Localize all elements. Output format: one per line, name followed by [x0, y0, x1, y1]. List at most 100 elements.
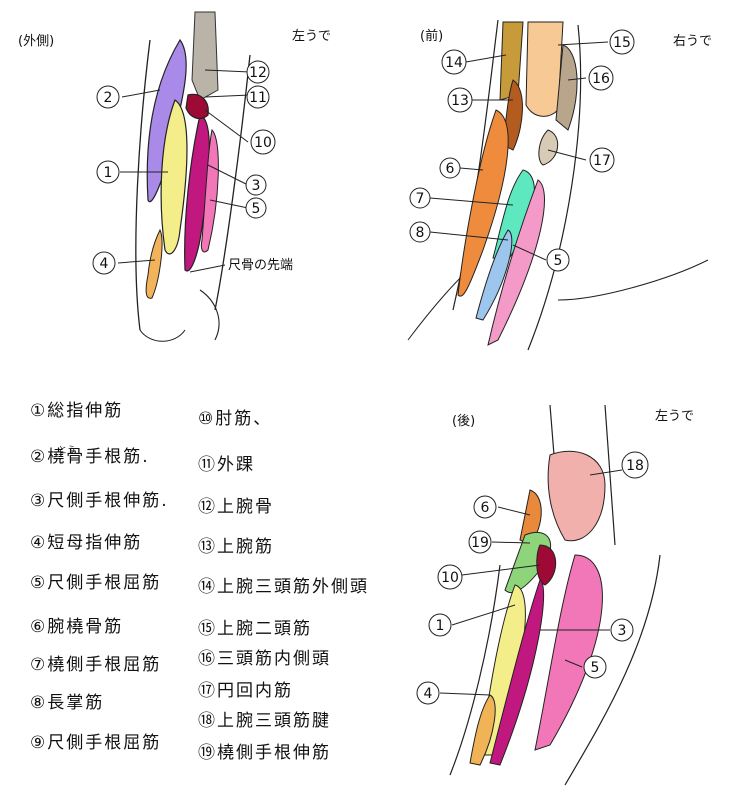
- legend-item: ③尺側手根伸筋.: [30, 486, 169, 511]
- lateral-label: 12: [249, 65, 267, 81]
- muscle-6-shape: [457, 109, 509, 297]
- legend-item: ⑰円回内筋: [198, 676, 293, 701]
- legend-number: ⑮: [198, 619, 217, 639]
- legend-muscle-name: 上腕三頭筋腱: [217, 711, 331, 731]
- legend-muscle-name: 橈側手根伸筋: [217, 743, 331, 763]
- legend-number: ④: [30, 533, 48, 553]
- legend-item: ②橈骨手根筋.: [30, 442, 150, 467]
- back-label: 1: [436, 618, 445, 634]
- muscle-17-shape: [538, 129, 558, 166]
- front-label: 15: [613, 35, 631, 51]
- legend-item: ⑮上腕二頭筋: [198, 614, 312, 639]
- front-label: 16: [592, 71, 610, 87]
- legend-muscle-name: 外踝: [217, 455, 255, 475]
- legend-item: ⑯三頭筋内側頭: [198, 644, 331, 669]
- legend-muscle-name: 長掌筋: [47, 693, 105, 713]
- front-label: 6: [446, 161, 455, 177]
- back-view-diagram: 18 6 19 10 1 3 5 4 (後) 左うで: [416, 404, 694, 786]
- lateral-label: 3: [252, 178, 261, 194]
- legend-number: ⑫: [198, 497, 217, 517]
- lateral-side-label: 左うで: [292, 29, 331, 44]
- front-label: 5: [554, 253, 563, 269]
- legend-number: ⑤: [30, 573, 48, 593]
- front-label: 8: [416, 225, 425, 241]
- muscle-2-shape: [146, 38, 187, 203]
- legend-number: ⑧: [30, 693, 48, 713]
- legend-item: ⑥腕橈骨筋: [30, 612, 123, 637]
- lateral-label: 1: [104, 165, 113, 181]
- back-label: 10: [441, 570, 459, 586]
- legend-number: ⑩: [198, 409, 216, 429]
- lateral-label: 2: [104, 90, 113, 106]
- legend-muscle-name: 上腕二頭筋: [217, 619, 312, 639]
- muscle-5-shape: [487, 179, 546, 346]
- lateral-number-labels: 2 12 11 10 1 3 5 4: [92, 60, 276, 275]
- ulna-tip-note: 尺骨の先端: [228, 258, 293, 273]
- legend-muscle-name: 橈側手根屈筋: [47, 655, 162, 675]
- back-caption: (後): [452, 414, 475, 429]
- lateral-label: 10: [254, 135, 272, 151]
- legend-item: ④短母指伸筋: [30, 528, 142, 553]
- back-label: 19: [471, 535, 489, 551]
- legend-number: ⑦: [30, 655, 48, 675]
- legend-muscle-name: 尺側手根屈筋: [47, 573, 162, 593]
- muscle-18-shape: [547, 450, 606, 542]
- legend-item: ⑭上腕三頭筋外側頭: [198, 572, 369, 597]
- lateral-label: 5: [252, 201, 261, 217]
- legend-number: ⑥: [30, 617, 48, 637]
- muscle-3-shape: [489, 579, 545, 766]
- front-label: 7: [416, 191, 425, 207]
- muscle-10-shape: [185, 93, 209, 120]
- legend-item: ⑫上腕骨: [198, 492, 274, 517]
- lateral-view-diagram: 2 12 11 10 1 3 5 4 (外側) 左うで 尺骨の先端: [18, 11, 331, 342]
- legend-number: ⑪: [198, 455, 217, 475]
- legend-item: ⑦橈側手根屈筋: [30, 650, 161, 675]
- muscle-4-shape: [145, 228, 163, 299]
- humerus-shape: [191, 11, 219, 101]
- legend-muscle-name: 円回内筋: [217, 681, 293, 701]
- legend-number: ⑱: [198, 711, 217, 731]
- front-label: 17: [593, 153, 611, 169]
- legend-number: ②: [30, 447, 48, 467]
- back-label: 3: [618, 623, 627, 639]
- legend-number: ⑯: [198, 649, 217, 669]
- muscle-16-shape: [555, 44, 578, 131]
- legend-number: ⑭: [198, 577, 217, 597]
- legend-number: ⑬: [198, 537, 217, 557]
- back-label: 5: [591, 660, 600, 676]
- legend-muscle-name: 総指伸筋: [47, 401, 124, 421]
- legend-muscle-name: 肘筋、: [215, 409, 273, 429]
- front-label: 13: [451, 93, 469, 109]
- back-label: 4: [424, 686, 433, 702]
- legend-item: ⑬上腕筋: [198, 532, 274, 557]
- muscle-1-shape: [160, 99, 188, 255]
- muscle-10-shape: [536, 544, 557, 586]
- muscle-5-shape: [534, 554, 603, 751]
- back-label: 6: [481, 500, 490, 516]
- legend-muscle-name: 短母指伸筋: [47, 533, 143, 553]
- legend-muscle-name: 三頭筋内側頭: [217, 649, 331, 669]
- back-label: 18: [626, 458, 644, 474]
- legend-number: ⑲: [198, 743, 217, 763]
- front-side-label: 右うで: [673, 34, 712, 49]
- muscle-4-shape: [469, 694, 496, 766]
- front-caption: (前): [420, 28, 443, 44]
- lateral-label: 4: [100, 256, 109, 272]
- legend-muscle-name: 尺側手根伸筋.: [47, 491, 169, 511]
- lateral-label: 11: [249, 90, 267, 106]
- back-side-label: 左うで: [655, 409, 694, 424]
- legend-number: ③: [30, 491, 48, 511]
- legend-item: ⑱上腕三頭筋腱: [198, 706, 331, 731]
- legend-item: ⑤尺側手根屈筋: [30, 568, 161, 593]
- front-view-diagram: 14 15 16 13 17 6 7 8 5 (前) 右うで: [407, 19, 712, 351]
- legend-item: ⑧長掌筋: [30, 688, 104, 713]
- front-label: 14: [445, 55, 463, 71]
- muscle-8-shape: [475, 229, 513, 321]
- legend-item: ⑪外踝: [198, 450, 255, 475]
- legend-muscle-name: 上腕筋: [217, 537, 274, 557]
- legend-muscle-name: 腕橈骨筋: [47, 617, 124, 637]
- muscle-5-shape: [200, 128, 219, 253]
- legend-number: ⑰: [198, 681, 217, 701]
- legend-muscle-name: 尺側手根屈筋: [47, 733, 162, 753]
- legend-number: ①: [30, 401, 48, 421]
